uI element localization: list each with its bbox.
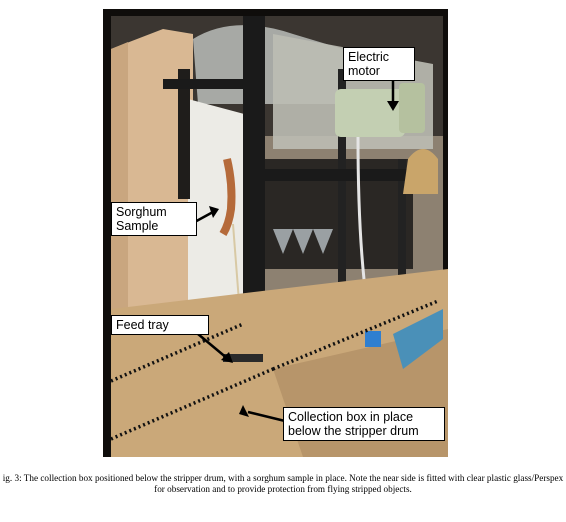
arrowhead-motor [387, 101, 399, 111]
stripper-teeth [273, 229, 333, 254]
callout-electric-motor: Electric motor [343, 47, 415, 81]
caption-line-2: for observation and to provide protectio… [154, 484, 412, 494]
callout-sorghum-sample: Sorghum Sample [111, 202, 197, 236]
callout-feed-tray: Feed tray [111, 315, 209, 335]
feed-tray [223, 354, 263, 362]
callout-line: Feed tray [116, 318, 169, 332]
plywood-edge [111, 42, 128, 314]
callout-line: below the stripper drum [288, 424, 419, 438]
electric-motor-end [399, 83, 425, 133]
figure-caption: ig. 3: The collection box positioned bel… [0, 473, 566, 495]
callout-line: Collection box in place [288, 410, 414, 424]
arrowhead-collection-box [239, 405, 249, 417]
steel-beam [253, 169, 433, 181]
arrow-collection-box [247, 410, 286, 423]
caption-line-1: ig. 3: The collection box positioned bel… [2, 473, 564, 483]
steel-post-far-right [398, 159, 406, 379]
electric-motor-body [335, 89, 405, 137]
callout-line: motor [348, 64, 380, 78]
collection-box-outline [110, 299, 439, 441]
photo-illustration [103, 9, 448, 457]
blue-plate [393, 309, 443, 369]
blue-connector [365, 331, 381, 347]
gloves [403, 149, 438, 194]
plywood-left [111, 29, 193, 319]
callout-line: Electric [348, 50, 389, 64]
callout-collection-box: Collection box in place below the stripp… [283, 407, 445, 441]
arrow-feed-tray [197, 333, 229, 360]
photo-figure: Electric motor Sorghum Sample Feed tray … [103, 9, 448, 457]
callout-line: Sorghum [116, 205, 167, 219]
callout-line: Sample [116, 219, 159, 233]
sorghum-head [219, 158, 236, 237]
arrowhead-feed-tray [221, 352, 233, 363]
steel-post-right [338, 69, 346, 369]
steel-beam-top [163, 79, 263, 89]
steel-post-left [178, 69, 190, 199]
arrowhead-sorghum [209, 206, 219, 218]
